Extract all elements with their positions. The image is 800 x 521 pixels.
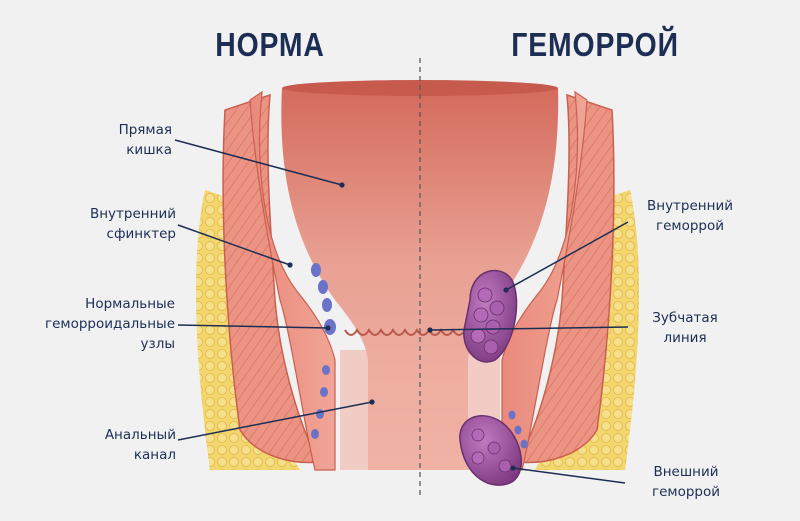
label-internal-sphincter: Внутренний сфинктер [89, 206, 176, 242]
leader-anal-canal [177, 401, 373, 441]
label-dentate-line: Зубчатая линия [652, 310, 718, 346]
normal-veins-left [311, 263, 336, 439]
label-anal-canal: Анальный канал [104, 427, 176, 463]
title-normal: НОРМА [215, 26, 325, 63]
leader-dentate-line [429, 326, 629, 331]
leader-external-hemorrhoid [512, 467, 626, 484]
title-hemorrhoid: ГЕМОРРОЙ [511, 26, 679, 63]
wall-inner-right [501, 90, 588, 471]
label-external-hemorrhoid: Внешний геморрой [651, 464, 720, 500]
wall-inner-left [249, 90, 336, 471]
internal-hemorrhoid [463, 269, 518, 363]
external-hemorrhoid [459, 415, 522, 486]
leader-internal-sphincter [177, 224, 291, 266]
veins-right [508, 410, 528, 449]
label-normal-hemorrhoidal-nodes: Нормальные геморроидальные узлы [45, 296, 175, 352]
label-rectum: Прямая кишка [118, 122, 172, 158]
leader-normal-nodes [177, 324, 329, 329]
leader-rectum [174, 139, 343, 186]
label-internal-hemorrhoid: Внутренний геморрой [646, 198, 734, 234]
dentate-line [344, 328, 478, 336]
leader-internal-hemorrhoid [505, 221, 629, 291]
